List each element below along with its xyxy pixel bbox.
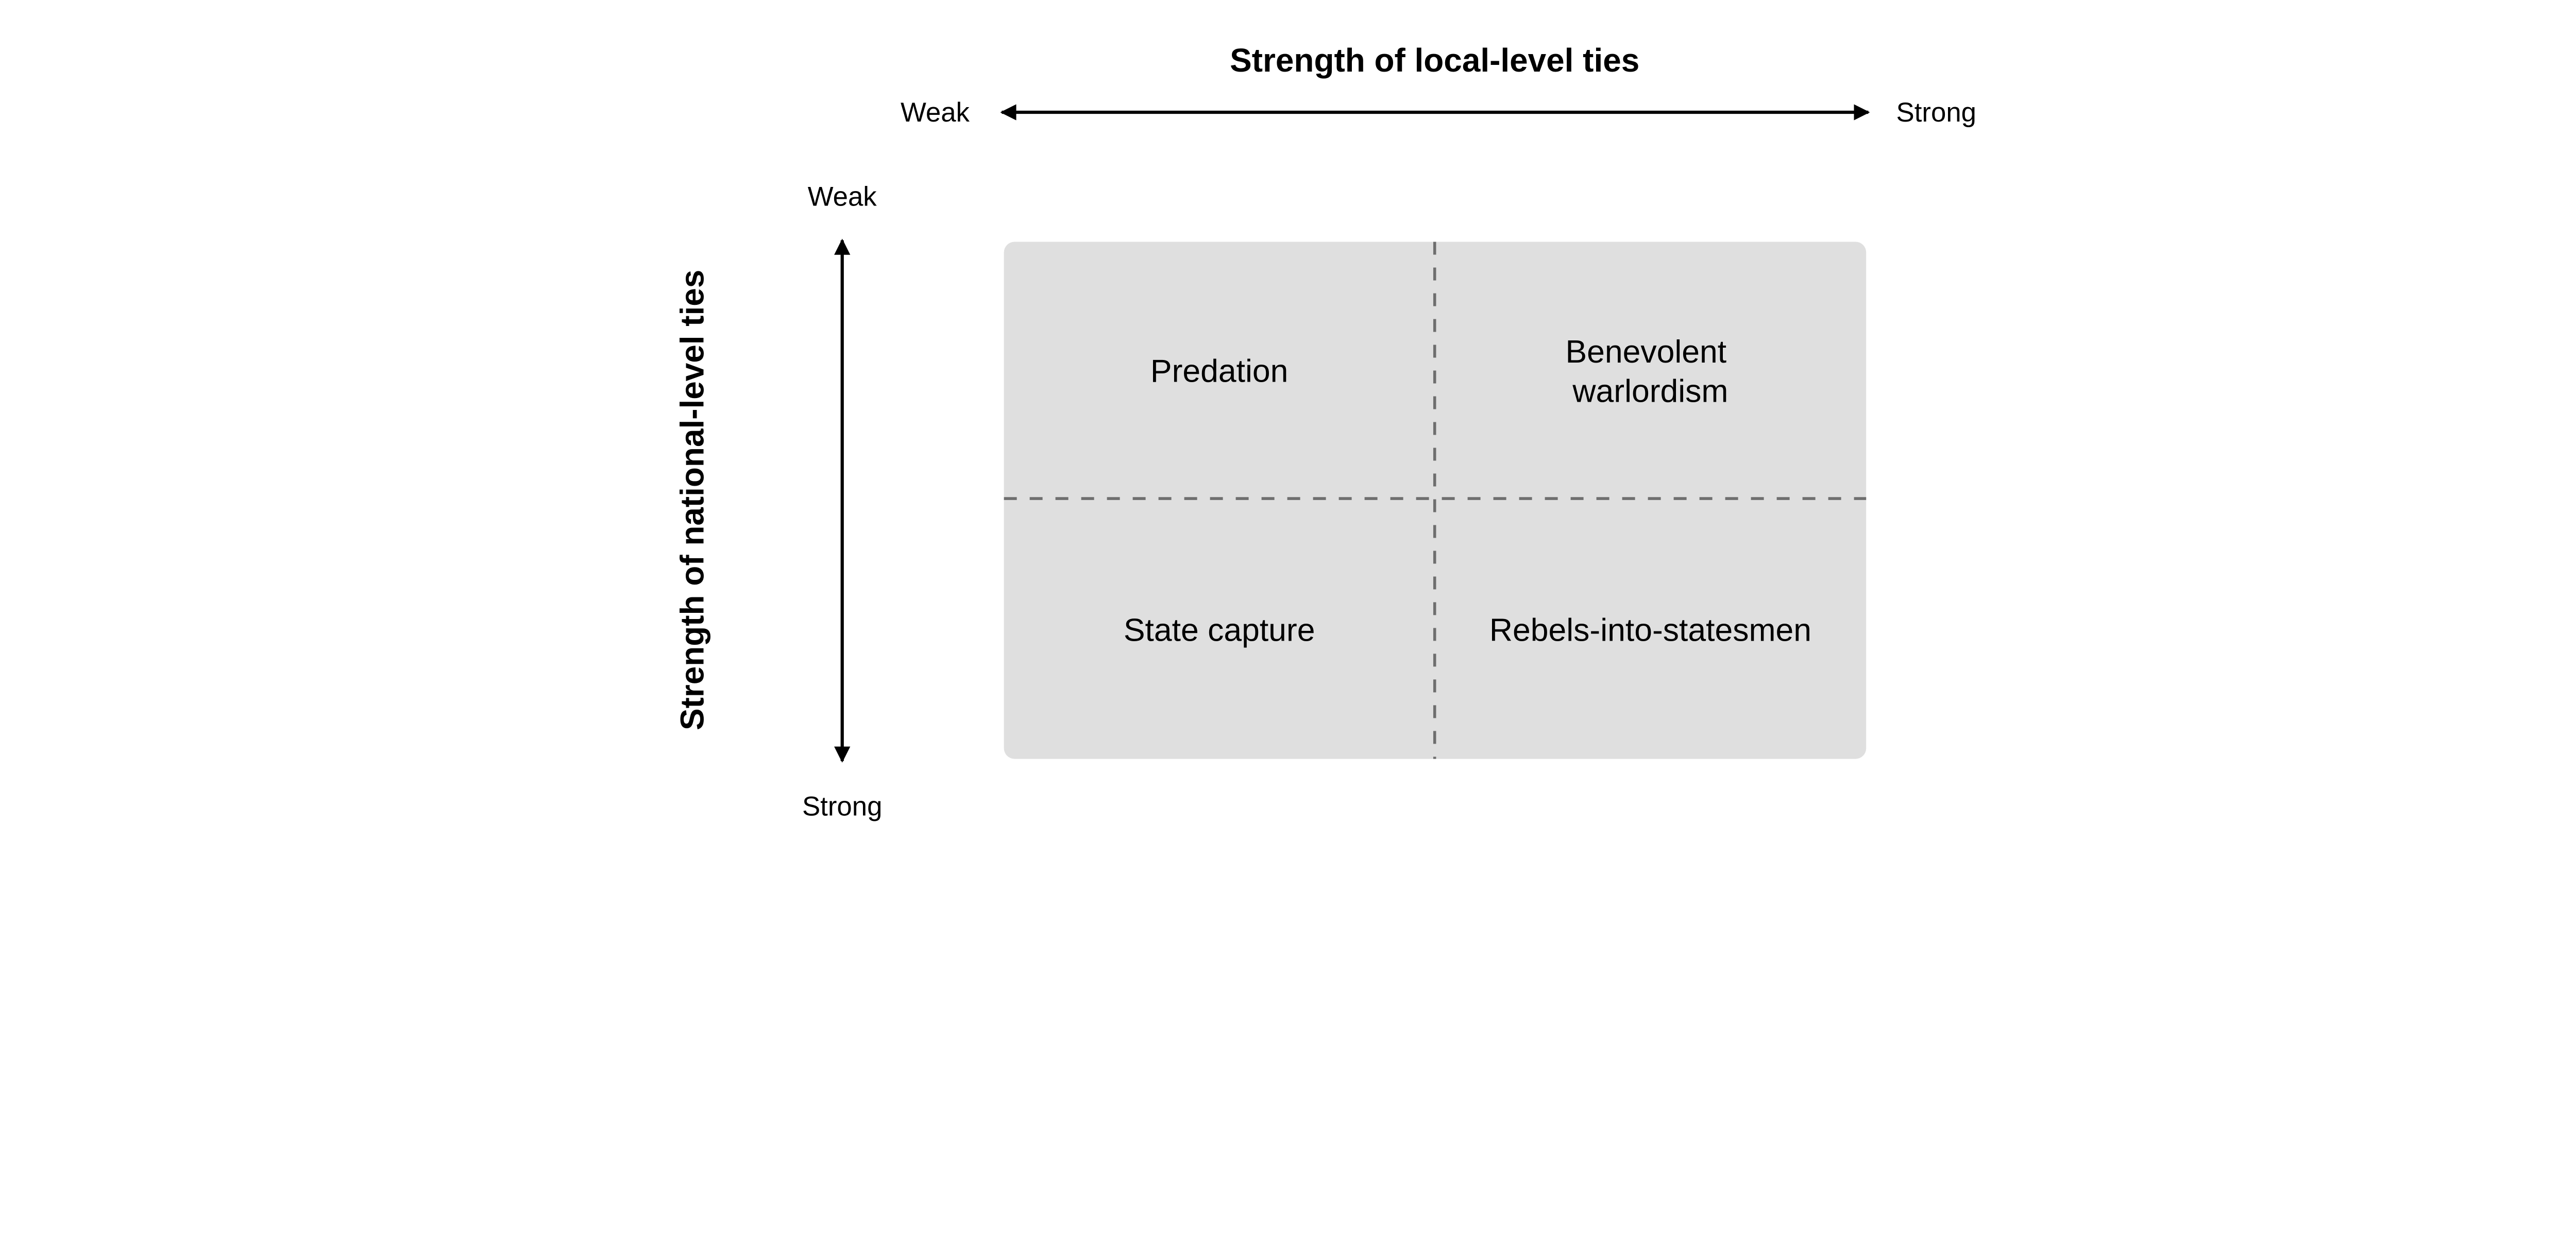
x-axis-high-label: Strong [1896, 97, 1976, 128]
x-axis-title: Strength of local-level ties [1230, 42, 1639, 79]
y-axis-low-label: Weak [808, 181, 877, 212]
quadrant-line: Benevolent [1565, 334, 1726, 370]
quadrant-state-capture: State capture [1124, 612, 1315, 648]
quadrant-predation: Predation [1150, 353, 1288, 389]
typology-diagram: Strength of local-level ties Weak Strong… [673, 42, 1976, 821]
y-axis-high-label: Strong [802, 791, 882, 821]
x-axis-low-label: Weak [901, 97, 970, 128]
quadrant-rebels-into-statesmen: Rebels-into-statesmen [1489, 612, 1811, 648]
quadrant-benevolent-warlordism: Benevolent warlordism [1565, 334, 1735, 409]
y-axis-title: Strength of national-level ties [673, 270, 710, 730]
quadrant-line: warlordism [1572, 373, 1728, 409]
